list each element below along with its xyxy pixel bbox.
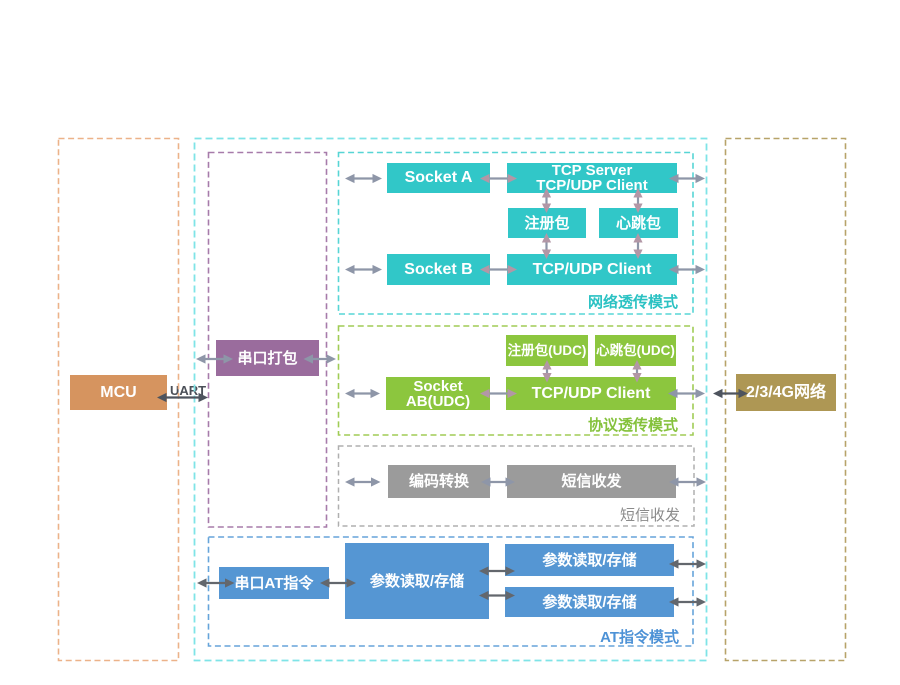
tcp-server-line2: TCP/UDP Client <box>536 177 648 194</box>
serial-pack-box: 串口打包 <box>216 340 319 376</box>
sms-left-arrow <box>345 477 381 487</box>
param-read-store-top-label: 参数读取/存储 <box>542 551 637 569</box>
register-packet-box: 注册包 <box>508 208 586 238</box>
heartbeat-packet-udc-label: 心跳包(UDC) <box>596 342 675 358</box>
param-read-store-top-box: 参数读取/存储 <box>505 544 674 576</box>
socket-a-label: Socket A <box>404 169 473 186</box>
register-packet-udc-box: 注册包(UDC) <box>506 335 588 366</box>
socket-ab-line1: Socket <box>413 377 463 395</box>
cellular-network-box: 2/3/4G网络 <box>736 374 836 411</box>
mcu-label: MCU <box>100 383 137 401</box>
param-read-store-main-box: 参数读取/存储 <box>345 543 489 619</box>
tcp-server-line1: TCP Server <box>551 162 633 179</box>
protocol-mode-section-label: 协议透传模式 <box>587 417 678 434</box>
socket-a-box: Socket A <box>387 163 490 193</box>
socket-b-label: Socket B <box>404 260 473 278</box>
sms-send-receive-label: 短信收发 <box>561 473 622 490</box>
net-left-arrow-row1 <box>345 173 382 184</box>
network-mode-section-label: 网络透传模式 <box>587 294 678 311</box>
param-read-store-main-label: 参数读取/存储 <box>369 572 465 590</box>
sms-send-receive-box: 短信收发 <box>507 465 676 498</box>
socket-b-box: Socket B <box>387 254 490 285</box>
tcp-server-box: TCP Server TCP/UDP Client <box>507 163 677 193</box>
heartbeat-packet-udc-box: 心跳包(UDC) <box>595 335 676 366</box>
proto-left-arrow <box>345 388 380 399</box>
tcp-udp-client-box-network: TCP/UDP Client <box>507 254 677 285</box>
tcp-udp-client-box-protocol: TCP/UDP Client <box>506 377 676 410</box>
encode-convert-label: 编码转换 <box>408 473 469 490</box>
encode-convert-box: 编码转换 <box>388 465 490 498</box>
socket-ab-line2: AB(UDC) <box>405 392 471 410</box>
at-right-arrow-top <box>669 559 706 569</box>
param-read-store-bottom-label: 参数读取/存储 <box>542 593 637 611</box>
register-packet-label: 注册包 <box>524 214 570 232</box>
serial-at-command-box: 串口AT指令 <box>219 567 329 599</box>
sms-mode-section-label: 短信收发 <box>619 507 680 524</box>
net-left-arrow-row2 <box>345 264 382 275</box>
at-right-arrow-bottom <box>669 597 706 607</box>
uart-label: UART <box>170 383 207 398</box>
at-mode-section-label: AT指令模式 <box>600 629 679 646</box>
heartbeat-packet-label: 心跳包 <box>615 214 661 232</box>
socket-ab-udc-box: Socket AB(UDC) <box>386 377 490 410</box>
mcu-box: MCU <box>70 375 167 410</box>
tcp-udp-client-protocol-label: TCP/UDP Client <box>531 384 651 402</box>
heartbeat-packet-box: 心跳包 <box>599 208 678 238</box>
serial-pack-label: 串口打包 <box>237 349 298 367</box>
tcp-udp-client-network-label: TCP/UDP Client <box>532 260 652 278</box>
cellular-network-label: 2/3/4G网络 <box>745 383 827 401</box>
serial-at-command-label: 串口AT指令 <box>234 574 314 592</box>
register-packet-udc-label: 注册包(UDC) <box>507 342 587 358</box>
param-read-store-bottom-box: 参数读取/存储 <box>505 587 674 617</box>
